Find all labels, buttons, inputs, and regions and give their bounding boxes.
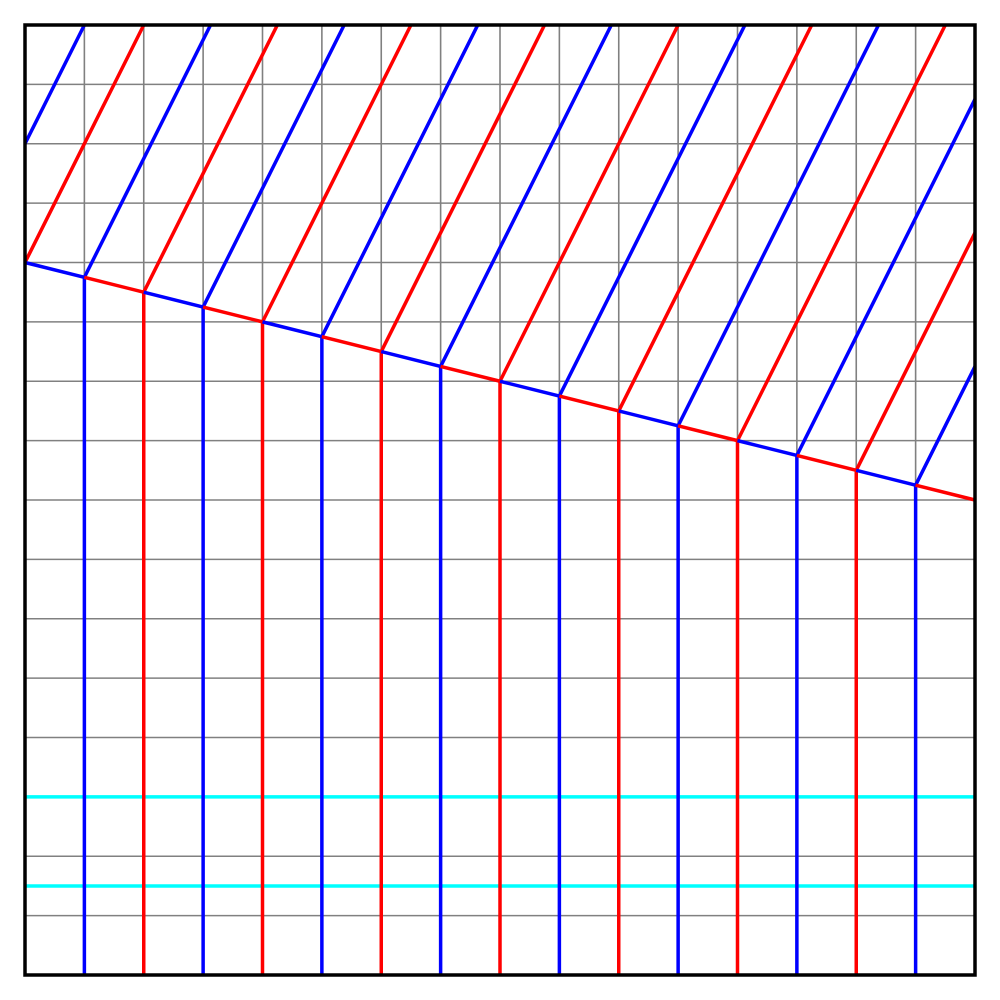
- pleat-diagonal-mountain: [23, 24, 146, 264]
- paper-border: [23, 23, 977, 977]
- hinge-segment-mountain: [915, 483, 976, 502]
- hinge-segment-mountain: [440, 364, 501, 383]
- hinge-segment-valley: [855, 468, 917, 487]
- pleat-diagonal-valley: [201, 24, 346, 308]
- pleat-diagonal-valley: [914, 365, 977, 486]
- hinge-segment-valley: [737, 438, 798, 458]
- pleat-diagonal-mountain: [379, 24, 547, 353]
- hinge-segment-mountain: [202, 305, 263, 324]
- hinge-segment-mountain: [321, 335, 382, 354]
- pleat-creases: [23, 24, 977, 975]
- pleat-diagonal-valley: [82, 24, 213, 279]
- pleat-diagonal-valley: [320, 24, 480, 338]
- hinge-segment-mountain: [796, 453, 857, 473]
- pleat-diagonal-mountain: [142, 24, 279, 293]
- hinge-segment-valley: [618, 409, 679, 428]
- hinge-segment-mountain: [83, 275, 145, 294]
- hinge-creases: [24, 260, 976, 502]
- pleat-diagonal-mountain: [260, 24, 413, 323]
- pleat-diagonal-mountain: [498, 24, 680, 383]
- hinge-segment-valley: [499, 379, 560, 398]
- pleat-diagonal-mountain: [617, 24, 814, 412]
- hinge-segment-valley: [262, 320, 323, 339]
- hinge-segment-valley: [24, 260, 85, 280]
- pleat-diagonal-valley: [557, 24, 747, 397]
- pleat-diagonal-mountain: [854, 232, 977, 472]
- hinge-segment-mountain: [558, 394, 620, 413]
- pleat-diagonal-valley: [439, 24, 613, 368]
- pleat-diagonal-mountain: [735, 24, 947, 442]
- pleat-diagonal-valley: [676, 24, 881, 427]
- hinge-segment-valley: [143, 290, 204, 309]
- hinge-segment-valley: [380, 349, 442, 369]
- hinge-segment-mountain: [677, 424, 738, 443]
- pleat-diagonal-valley: [23, 24, 86, 145]
- pleat-diagonal-valley: [795, 98, 977, 457]
